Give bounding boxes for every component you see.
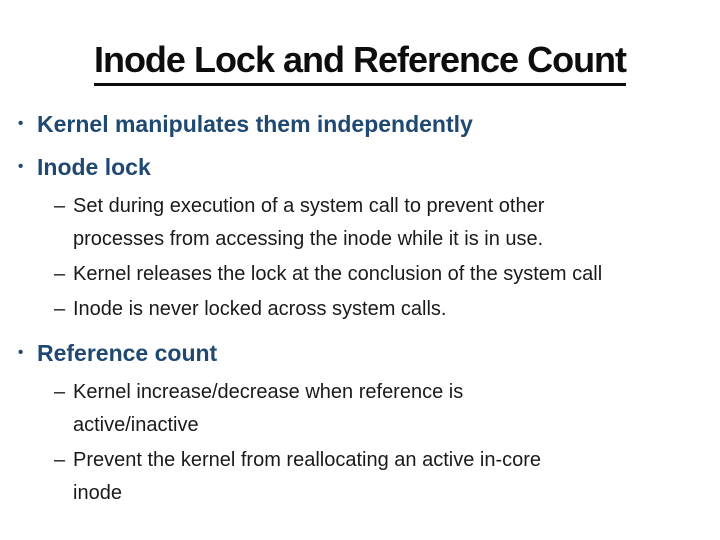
sub-bullet-kernel-releases: – Kernel releases the lock at the conclu… — [54, 258, 714, 291]
bullet-dot-icon: • — [18, 115, 24, 133]
dash-icon: – — [54, 381, 66, 404]
slide-title: Inode Lock and Reference Count — [93, 39, 627, 87]
bullet-dot-icon: • — [18, 158, 24, 176]
dash-icon: – — [54, 298, 66, 321]
bullet-text: Inode lock — [37, 154, 151, 181]
bullet-kernel-manipulates: • Kernel manipulates them independently — [18, 110, 710, 138]
sub-bullet-text: Prevent the kernel from reallocating an … — [73, 449, 542, 505]
title-area: Inode Lock and Reference Count — [10, 39, 710, 87]
bullet-text: Reference count — [37, 340, 218, 367]
dash-icon: – — [54, 449, 66, 472]
sub-bullet-set-during: – Set during execution of a system call … — [54, 190, 714, 256]
sub-bullet-text: Kernel releases the lock at the conclusi… — [73, 263, 603, 286]
dash-icon: – — [54, 195, 66, 218]
bullet-dot-icon: • — [18, 344, 24, 362]
dash-icon: – — [54, 263, 66, 286]
sub-bullet-text: Kernel increase/decrease when reference … — [73, 381, 464, 437]
bullet-inode-lock: • Inode lock — [18, 153, 710, 181]
sub-bullet-increase-decrease: – Kernel increase/decrease when referenc… — [54, 376, 714, 442]
sub-bullet-text: Set during execution of a system call to… — [73, 195, 545, 251]
bullet-reference-count: • Reference count — [18, 339, 710, 367]
sub-bullet-prevent-reallocating: – Prevent the kernel from reallocating a… — [54, 444, 714, 510]
sub-bullet-text: Inode is never locked across system call… — [73, 298, 447, 321]
bullet-text: Kernel manipulates them independently — [37, 111, 473, 138]
sub-bullet-never-locked: – Inode is never locked across system ca… — [54, 293, 714, 326]
